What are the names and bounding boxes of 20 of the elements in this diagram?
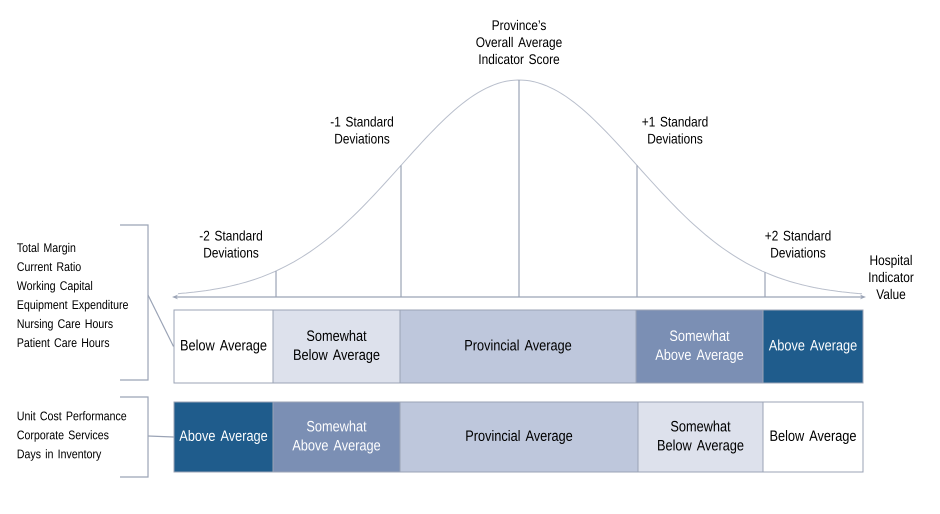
curve-label: -2 Standard Deviations xyxy=(200,230,262,258)
indicator-list: Unit Cost Performance Corporate Services Days in Inventory xyxy=(17,411,126,461)
leader-line xyxy=(147,294,174,347)
curve-label: Hospital Indicator Value xyxy=(869,254,914,300)
curve-label: Province’s Overall Average Indicator Score xyxy=(476,20,562,64)
curve-label: +1 Standard Deviations xyxy=(642,116,708,144)
category-band: Above Average xyxy=(174,402,274,472)
indicator-list: Total Margin Current Ratio Working Capital Equipment Expenditure Nursing Care Hours Patient Care Hours xyxy=(16,242,128,348)
category-band: Provincial Average xyxy=(400,402,638,472)
curve-label: +2 Standard Deviations xyxy=(765,230,830,258)
category-band: Below Average xyxy=(762,402,864,472)
category-band: Somewhat Above Average xyxy=(272,402,400,472)
category-band: Above Average xyxy=(762,310,864,384)
leader-line xyxy=(148,435,174,438)
category-band: Below Average xyxy=(174,310,274,384)
curve-label: -1 Standard Deviations xyxy=(330,116,393,144)
category-band: Somewhat Above Average xyxy=(636,310,764,384)
category-band: Somewhat Below Average xyxy=(272,310,400,384)
category-band: Somewhat Below Average xyxy=(638,402,764,472)
category-band: Provincial Average xyxy=(400,310,636,384)
